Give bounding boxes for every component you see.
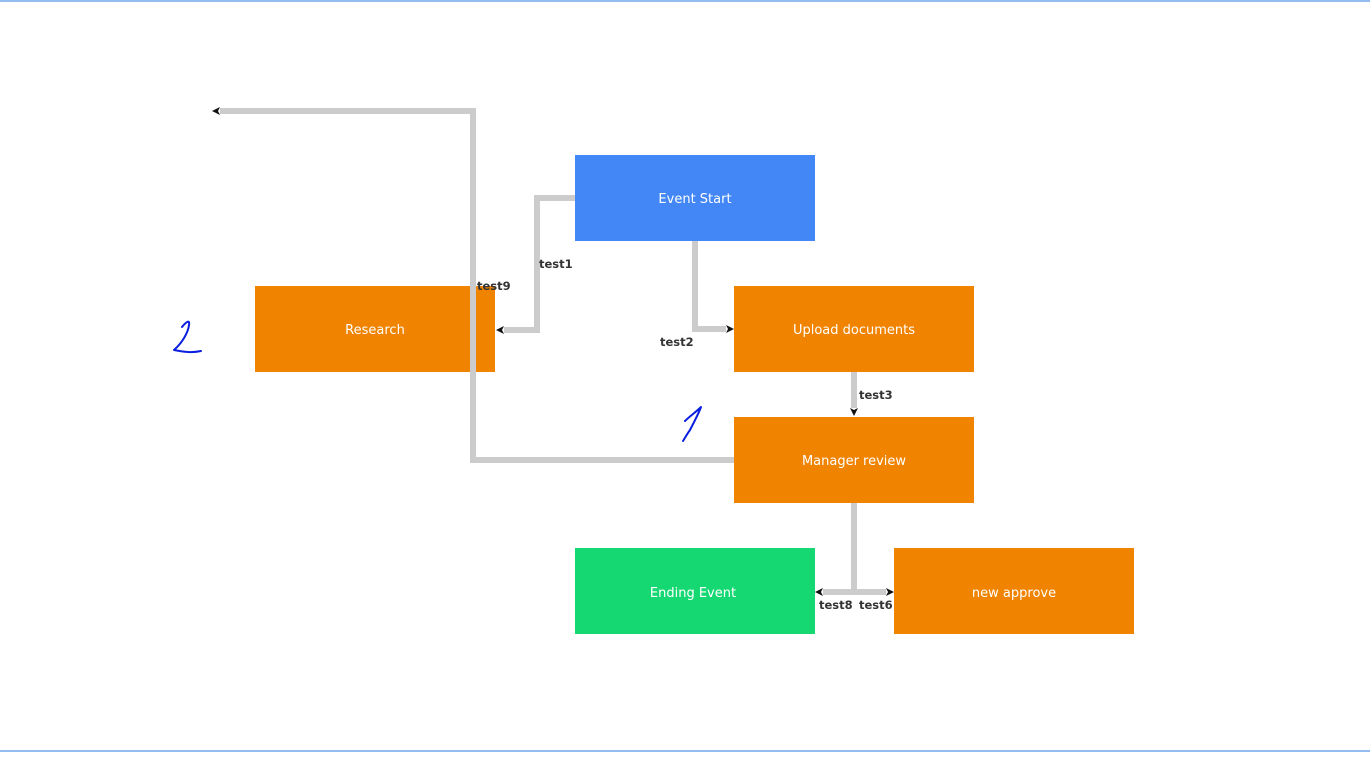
node-manager-review-shape[interactable] bbox=[734, 417, 974, 503]
arrowhead-icon bbox=[886, 588, 894, 596]
edge-test6-line[interactable] bbox=[851, 503, 886, 595]
node-upload-documents-shape[interactable] bbox=[734, 286, 974, 372]
node-new-approve-label: new approve bbox=[972, 586, 1056, 601]
arrowhead-icon bbox=[496, 326, 504, 334]
arrowhead-icon bbox=[212, 107, 220, 115]
node-upload-documents-label: Upload documents bbox=[793, 323, 915, 338]
canvas-bottom-border bbox=[0, 750, 1370, 752]
handwritten-2-stroke bbox=[173, 320, 202, 354]
handwritten-1-stroke bbox=[682, 406, 702, 442]
edge-test1[interactable] bbox=[496, 195, 575, 334]
edge-test6[interactable] bbox=[851, 503, 894, 596]
edge-label-test3: test3 bbox=[859, 388, 893, 402]
edge-test2[interactable] bbox=[692, 241, 734, 333]
node-event-start[interactable]: Event Start bbox=[575, 155, 815, 241]
edge-label-test1: test1 bbox=[539, 257, 573, 271]
node-research[interactable]: Research bbox=[255, 286, 495, 372]
edge-label-test2: test2 bbox=[660, 335, 694, 349]
node-new-approve[interactable]: new approve bbox=[894, 548, 1134, 634]
edge-test1-line[interactable] bbox=[504, 195, 575, 333]
node-upload-documents[interactable]: Upload documents bbox=[734, 286, 974, 372]
node-ending-event[interactable]: Ending Event bbox=[575, 548, 815, 634]
edge-test9[interactable] bbox=[212, 107, 734, 463]
edge-test9-line[interactable] bbox=[220, 108, 734, 463]
canvas-top-border bbox=[0, 0, 1370, 2]
node-manager-review[interactable]: Manager review bbox=[734, 417, 974, 503]
edge-label-test6: test6 bbox=[859, 598, 893, 612]
node-event-start-label: Event Start bbox=[658, 192, 731, 207]
node-manager-review-label: Manager review bbox=[802, 454, 906, 469]
arrowhead-icon bbox=[726, 325, 734, 333]
node-ending-event-label: Ending Event bbox=[650, 586, 736, 601]
node-research-label: Research bbox=[345, 323, 405, 338]
node-event-start-shape[interactable] bbox=[575, 155, 815, 241]
edge-label-test8: test8 bbox=[819, 598, 853, 612]
arrowhead-icon bbox=[850, 408, 858, 416]
annotation-mark-1: 1 bbox=[682, 406, 702, 442]
edge-test8[interactable] bbox=[815, 588, 854, 596]
node-ending-event-shape[interactable] bbox=[575, 548, 815, 634]
node-research-shape[interactable] bbox=[255, 286, 495, 372]
annotation-mark-2: 2 bbox=[173, 320, 202, 354]
edge-test2-line[interactable] bbox=[692, 241, 726, 332]
edge-label-test9: test9 bbox=[477, 279, 511, 293]
arrowhead-icon bbox=[815, 588, 823, 596]
node-new-approve-shape[interactable] bbox=[894, 548, 1134, 634]
edge-test3[interactable] bbox=[850, 372, 858, 416]
